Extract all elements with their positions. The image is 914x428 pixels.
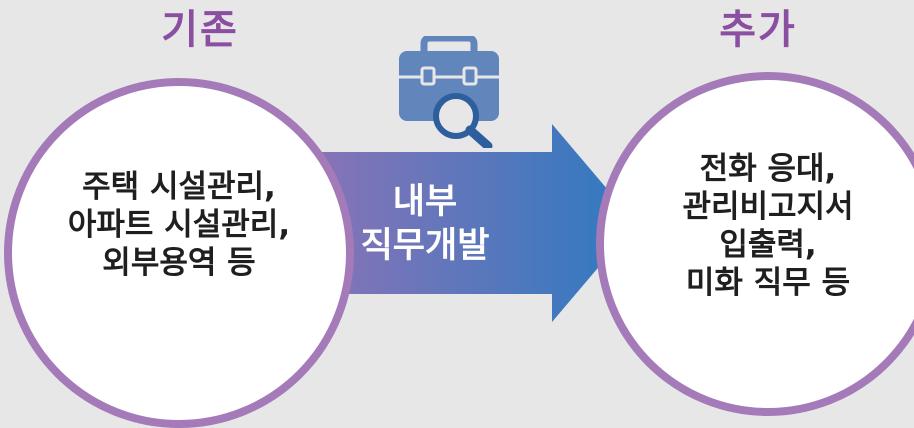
toolbox-search-icon [399,36,499,148]
existing-line-1: 주택 시설관리, [82,169,276,205]
added-line-1: 전화 응대, [699,151,837,187]
added-title: 추가 [719,7,797,53]
process-arrow [300,124,636,322]
arrow-line-2: 직무개발 [360,226,490,266]
existing-content: 주택 시설관리, 아파트 시설관리, 외부용역 등 [4,168,354,282]
existing-line-3: 외부용역 등 [102,245,256,281]
added-line-3: 입출력, [719,227,817,263]
existing-line-2: 아파트 시설관리, [67,207,291,243]
added-circle [596,72,914,416]
added-line-4: 미화 직무 등 [685,265,851,301]
arrow-label: 내부 직무개발 [340,180,510,268]
arrow-body [300,124,636,322]
arrow-line-1: 내부 [392,182,458,222]
added-line-2: 관리비고지서 [682,189,854,225]
added-content: 전화 응대, 관리비고지서 입출력, 미화 직무 등 [596,150,914,302]
existing-title: 기존 [161,7,239,53]
